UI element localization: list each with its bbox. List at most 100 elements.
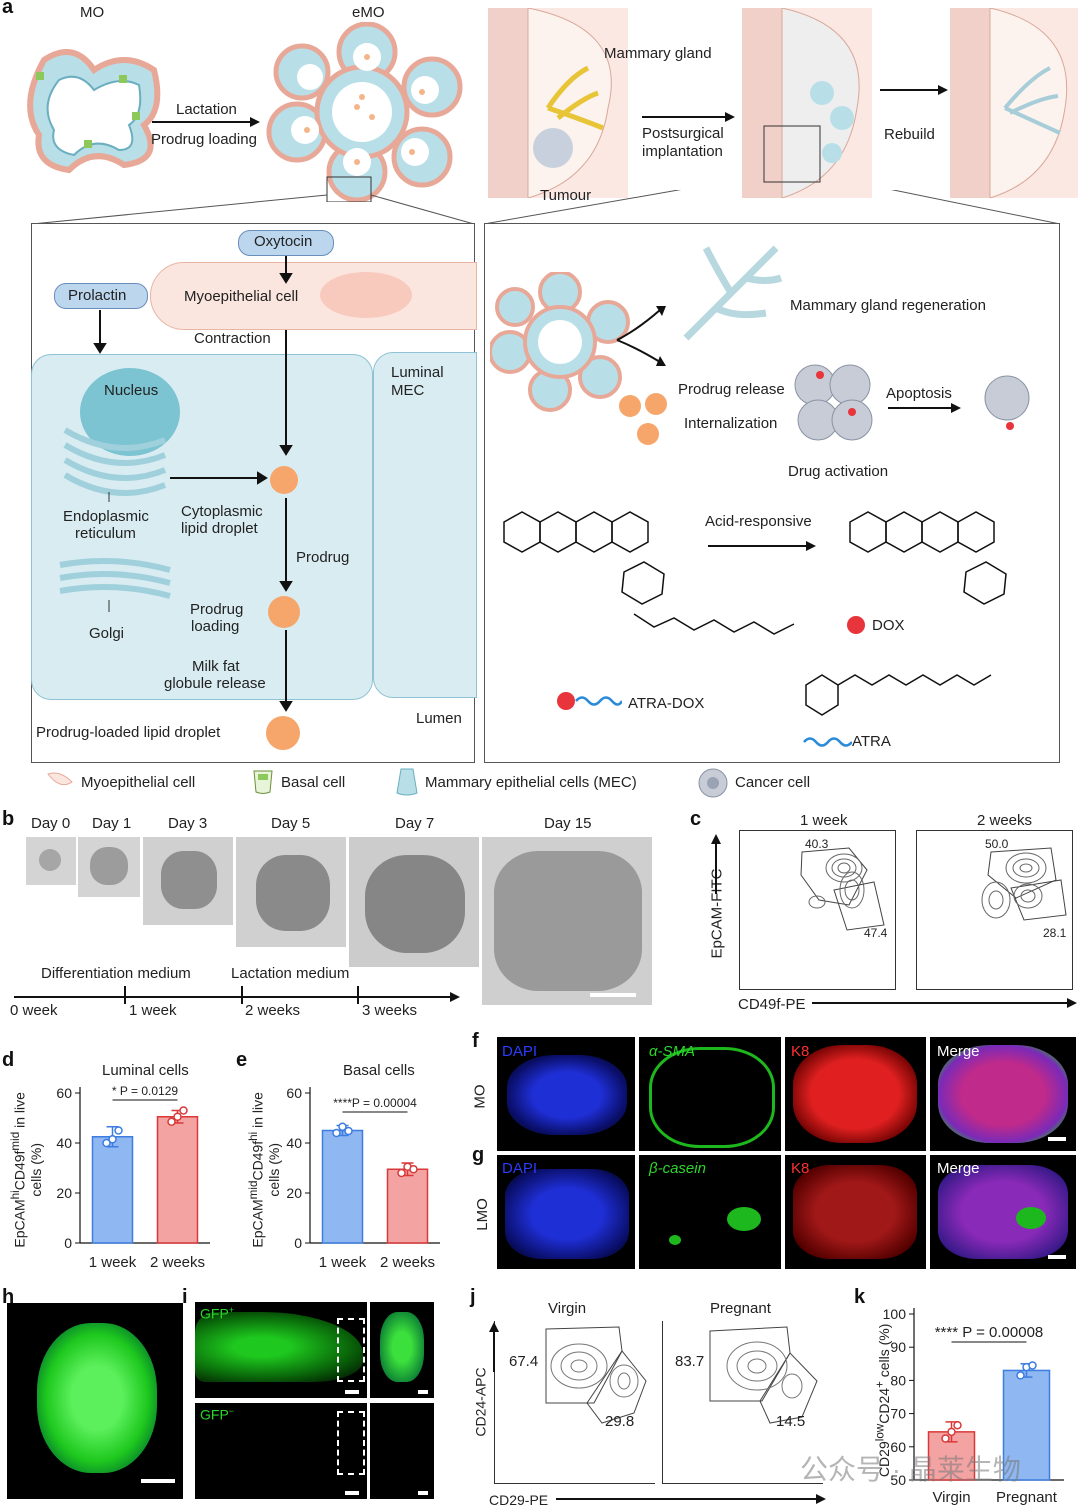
c-xlabel: CD49f-PE bbox=[738, 996, 806, 1013]
day-1-label: Day 1 bbox=[92, 815, 132, 832]
y-tick-label: 60 bbox=[890, 1439, 906, 1455]
apoptotic-cell bbox=[984, 375, 1030, 430]
g-row-label: LMO bbox=[473, 1198, 491, 1231]
y-tick-label: 80 bbox=[890, 1372, 906, 1388]
timeline-2: 2 weeks bbox=[245, 1002, 301, 1019]
d-ylabel: EpCAMhiCD49fmid in live cells (%) bbox=[8, 1092, 44, 1247]
timeline-0: 0 week bbox=[10, 1002, 58, 1019]
y-tick-label: 20 bbox=[56, 1185, 72, 1201]
y-tick-label: 0 bbox=[294, 1235, 302, 1251]
acid-label: Acid-responsive bbox=[705, 513, 812, 530]
c-plot-1 bbox=[739, 830, 896, 990]
data-point bbox=[947, 1427, 956, 1437]
d-ylabel-4: mid bbox=[8, 1131, 22, 1151]
breast-implant-illustration bbox=[742, 8, 872, 198]
lipid-droplet-3 bbox=[266, 716, 300, 750]
y-tick-label: 60 bbox=[56, 1085, 72, 1101]
mec-legend-icon bbox=[396, 768, 418, 796]
e-ylabel: EpCAMmidCD49fhi in live cells (%) bbox=[246, 1092, 282, 1247]
y-tick-label: 70 bbox=[890, 1406, 906, 1422]
implant-arrow bbox=[642, 112, 735, 122]
f-merge-label: Merge bbox=[937, 1043, 980, 1060]
i-gfp-pos-image bbox=[195, 1302, 367, 1398]
j-xlabel: CD29-PE bbox=[489, 1492, 549, 1508]
category-label: 1 week bbox=[319, 1254, 367, 1271]
rebuild-label: Rebuild bbox=[884, 126, 935, 143]
f-sma-label: α-SMA bbox=[649, 1043, 696, 1060]
c-title-1: 1 week bbox=[800, 812, 848, 829]
data-point bbox=[173, 1112, 182, 1121]
g-casein-label: β-casein bbox=[649, 1160, 706, 1177]
panel-label-a: a bbox=[2, 0, 14, 18]
mammary-gland-label: Mammary gland bbox=[604, 45, 712, 62]
lipid-droplet-1 bbox=[270, 466, 298, 494]
cancer-cells bbox=[794, 364, 873, 441]
panel-label-h: h bbox=[2, 1286, 15, 1308]
y-tick-label: 20 bbox=[286, 1185, 302, 1201]
k-ylabel-3: CD24 bbox=[876, 1387, 893, 1424]
d-ylabel-5: in live bbox=[11, 1092, 28, 1132]
basal-legend-icon bbox=[253, 770, 273, 794]
e-ylabel-5: in live bbox=[249, 1092, 266, 1132]
category-label: Pregnant bbox=[996, 1489, 1058, 1506]
c-value-1-lower: 47.4 bbox=[864, 926, 888, 940]
myoepithelial-nucleus bbox=[320, 272, 412, 318]
d-ylabel-3: CD49f bbox=[11, 1150, 28, 1191]
f-k8-label: K8 bbox=[791, 1043, 810, 1060]
j-plot-1 bbox=[494, 1321, 655, 1484]
category-label: 1 week bbox=[89, 1254, 137, 1271]
prolactin-label: Prolactin bbox=[68, 287, 127, 304]
day-0-image bbox=[26, 837, 76, 885]
myoepithelial-shape bbox=[150, 262, 477, 330]
panel-label-k: k bbox=[854, 1286, 866, 1308]
lactation-label: Lactation bbox=[176, 101, 237, 118]
er-golgi-illustration bbox=[59, 427, 171, 612]
er-label-1: Endoplasmic bbox=[63, 508, 149, 525]
y-tick-label: 60 bbox=[286, 1085, 302, 1101]
day-7-label: Day 7 bbox=[395, 815, 435, 832]
cyto-label-2: lipid droplet bbox=[181, 520, 258, 537]
data-point bbox=[409, 1165, 418, 1174]
panel-label-d: d bbox=[2, 1049, 15, 1071]
data-point bbox=[108, 1135, 117, 1144]
luminal-label: Luminal bbox=[391, 364, 444, 381]
postsurgical-label: Postsurgical bbox=[642, 125, 724, 142]
c-yaxis-arrow bbox=[711, 834, 721, 894]
prolactin-pill bbox=[54, 283, 148, 309]
y-tick-label: 90 bbox=[890, 1339, 906, 1355]
bar bbox=[1002, 1369, 1051, 1481]
dox-label: DOX bbox=[872, 617, 905, 634]
mec-label: MEC bbox=[391, 382, 425, 399]
timeline-3: 3 weeks bbox=[362, 1002, 418, 1019]
c-contours-2 bbox=[981, 847, 1067, 921]
watermark: 公众号 · 晶莱生物 bbox=[800, 1454, 1021, 1485]
cancer-legend-icon bbox=[698, 768, 728, 798]
breast-rebuilt-illustration bbox=[950, 8, 1078, 198]
regen-arrows bbox=[616, 306, 666, 366]
day-0-label: Day 0 bbox=[31, 815, 71, 832]
nucleus-label: Nucleus bbox=[104, 382, 159, 399]
f-row-label: MO bbox=[471, 1084, 489, 1109]
c-value-2-lower: 28.1 bbox=[1043, 926, 1067, 940]
rebuild-arrow bbox=[880, 85, 948, 95]
y-tick-label: 40 bbox=[286, 1135, 302, 1151]
data-point bbox=[114, 1126, 123, 1135]
legend-myoepithelial: Myoepithelial cell bbox=[81, 774, 196, 791]
bar bbox=[386, 1168, 429, 1244]
day-15-label: Day 15 bbox=[544, 815, 592, 832]
category-label: 2 weeks bbox=[380, 1254, 435, 1271]
d-title: Luminal cells bbox=[102, 1062, 189, 1079]
lact-medium-label: Lactation medium bbox=[231, 965, 350, 982]
i-gfp-pos-label: GFP+ bbox=[200, 1305, 234, 1322]
y-tick-label: 0 bbox=[64, 1235, 72, 1251]
bar bbox=[321, 1129, 364, 1244]
mo-organoid-illustration bbox=[27, 49, 161, 174]
cyto-label-1: Cytoplasmic bbox=[181, 503, 263, 520]
i-gfp-neg-label: GFP− bbox=[200, 1406, 234, 1423]
panel-label-j: j bbox=[470, 1286, 476, 1308]
legend-mec: Mammary epithelial cells (MEC) bbox=[425, 774, 637, 791]
breast-tumour-illustration bbox=[488, 8, 628, 198]
legend-cancer: Cancer cell bbox=[735, 774, 811, 791]
g-dapi-image bbox=[497, 1155, 635, 1269]
